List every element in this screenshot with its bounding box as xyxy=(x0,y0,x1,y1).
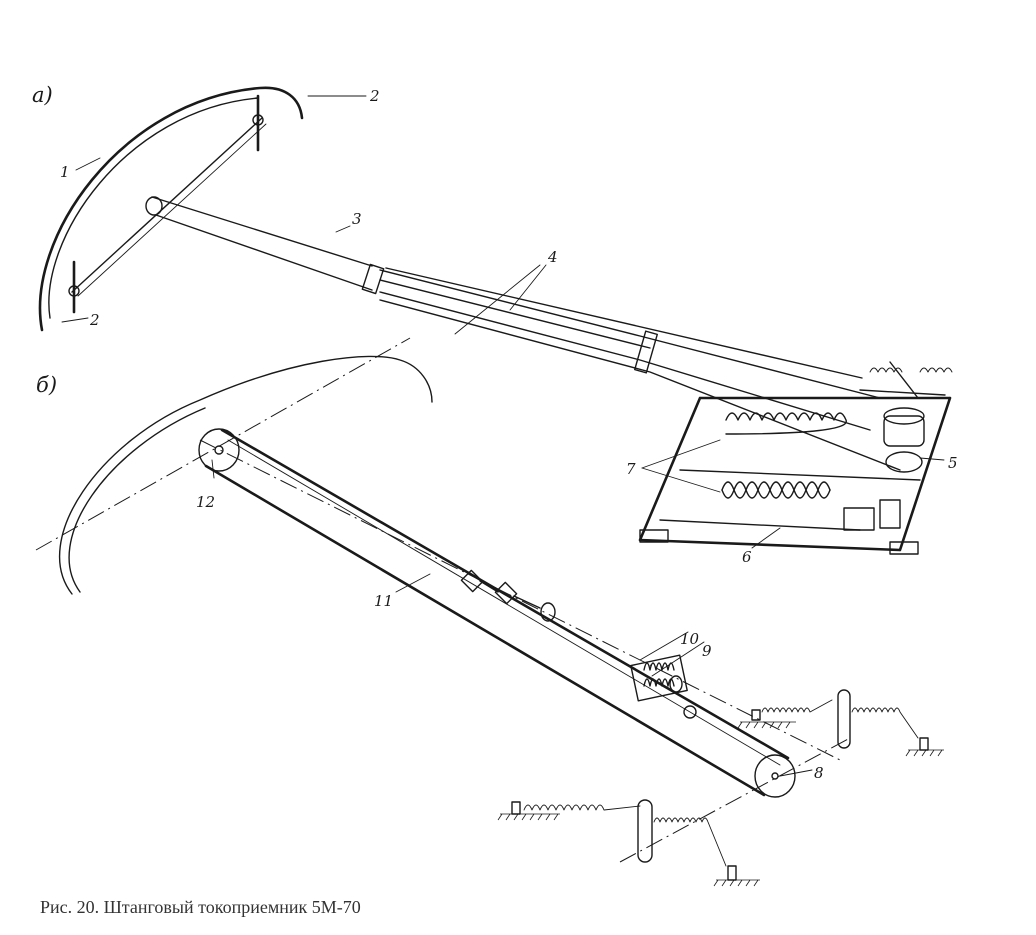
shoe-crossbar xyxy=(71,117,263,293)
figure-caption: Рис. 20. Штанговый токоприемник 5М-70 xyxy=(40,897,361,917)
callout-4: 4 xyxy=(547,248,558,266)
linkage-lower xyxy=(497,799,760,887)
link-chain xyxy=(460,569,556,622)
callout-1: 1 xyxy=(60,163,70,181)
callout-10: 10 xyxy=(680,630,700,648)
callout-3: 3 xyxy=(352,210,362,228)
callout-6: 6 xyxy=(742,548,752,566)
callout-9: 9 xyxy=(702,642,712,660)
callout-8: 8 xyxy=(814,764,824,782)
collector-shoe-arc xyxy=(38,86,304,332)
panel-b-label: б) xyxy=(36,373,57,397)
callout-5: 5 xyxy=(948,454,958,472)
panel-a-drawing xyxy=(38,86,953,555)
callout-2-top: 2 xyxy=(369,87,380,105)
pole-tube xyxy=(151,196,373,291)
springs xyxy=(721,367,953,499)
axis-line-top xyxy=(35,337,411,551)
pole-bar xyxy=(198,428,796,798)
contact-wire-arc xyxy=(58,355,433,595)
callout-11: 11 xyxy=(374,592,393,610)
panel-a-label: а) xyxy=(32,83,53,107)
bar-spring xyxy=(630,654,697,719)
callout-2-bottom: 2 xyxy=(89,311,100,329)
callout-7: 7 xyxy=(626,460,636,478)
base-frame xyxy=(638,396,952,555)
hinge-assembly xyxy=(859,361,946,473)
collector-shoe-arc-inner xyxy=(48,97,259,319)
axis-line-bottom xyxy=(199,439,841,761)
linkage-upper xyxy=(737,689,944,757)
panel-b-drawing xyxy=(35,337,944,887)
double-pole xyxy=(379,269,901,471)
callout-12: 12 xyxy=(196,493,215,511)
